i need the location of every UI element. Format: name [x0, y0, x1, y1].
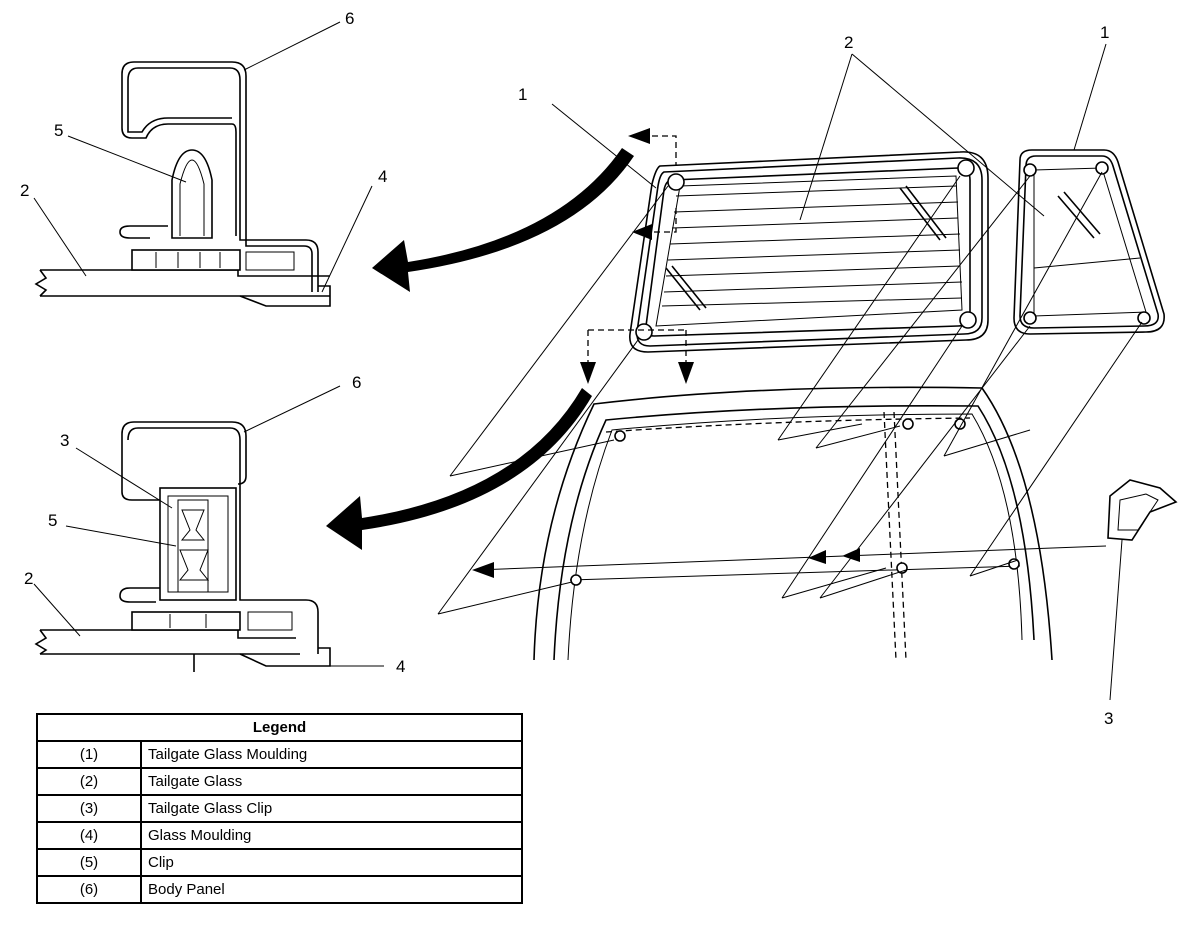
- bottom-section-detail: 6 3 5 2 4: [24, 373, 405, 676]
- legend-row: (3)Tailgate Glass Clip: [36, 794, 523, 823]
- bottom-callout-6: 6: [352, 373, 361, 392]
- bottom-callout-2: 2: [24, 569, 33, 588]
- bottom-callout-3: 3: [60, 431, 69, 450]
- tailgate-glass-main-panel: [580, 128, 989, 384]
- top-callout-4: 4: [378, 167, 387, 186]
- legend-desc: Clip: [140, 848, 523, 877]
- legend-row: (2)Tailgate Glass: [36, 767, 523, 796]
- top-callout-5: 5: [54, 121, 63, 140]
- main-callout-2: 2: [844, 33, 853, 52]
- top-callout-2: 2: [20, 181, 29, 200]
- bottom-callout-5: 5: [48, 511, 57, 530]
- tailgate-glass-clip-part: [1107, 479, 1178, 701]
- vehicle-body-opening: [533, 386, 1053, 661]
- legend-num: (6): [36, 875, 142, 904]
- top-section-detail: 6 5 2 4: [20, 9, 387, 307]
- legend-desc: Glass Moulding: [140, 821, 523, 850]
- main-callout-1-right: 1: [1100, 23, 1109, 42]
- side-glass-panel: [1013, 149, 1165, 335]
- legend-row: (1)Tailgate Glass Moulding: [36, 740, 523, 769]
- legend-title: Legend: [36, 713, 523, 742]
- legend-num: (4): [36, 821, 142, 850]
- legend-num: (3): [36, 794, 142, 823]
- legend-row: (4)Glass Moulding: [36, 821, 523, 850]
- main-callout-3: 3: [1104, 709, 1113, 728]
- legend-row: (6)Body Panel: [36, 875, 523, 904]
- main-callout-1-left: 1: [518, 85, 527, 104]
- legend-num: (1): [36, 740, 142, 769]
- legend-desc: Tailgate Glass Moulding: [140, 740, 523, 769]
- legend-desc: Body Panel: [140, 875, 523, 904]
- lower-view-arrow: [326, 388, 592, 550]
- top-callout-6: 6: [345, 9, 354, 28]
- bottom-callout-4: 4: [396, 657, 405, 676]
- legend-num: (5): [36, 848, 142, 877]
- assembly-guide-lines: [437, 171, 1143, 615]
- legend-table: Legend (1)Tailgate Glass Moulding (2)Tai…: [36, 713, 523, 904]
- legend-num: (2): [36, 767, 142, 796]
- legend-desc: Tailgate Glass: [140, 767, 523, 796]
- legend-row: (5)Clip: [36, 848, 523, 877]
- upper-view-arrow: [372, 148, 634, 292]
- legend-desc: Tailgate Glass Clip: [140, 794, 523, 823]
